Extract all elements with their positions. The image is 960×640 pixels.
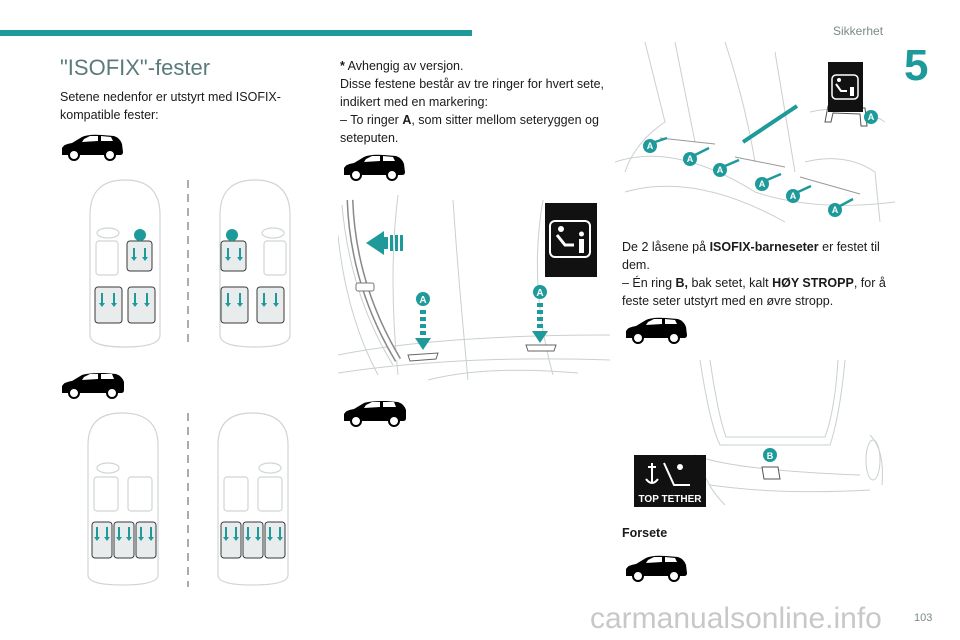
label-a: A — [717, 165, 724, 175]
label-a: A — [647, 141, 654, 151]
suv-car-icon — [58, 132, 126, 162]
label-a: A — [868, 112, 875, 122]
bullet-ring-b: – Én ring B, bak setet, kalt HØY STROPP,… — [622, 276, 886, 308]
top-tether-illustration: B TOP TETHER — [630, 355, 890, 515]
isofix-locks-text: De 2 låsene på ISOFIX-barneseter er fest… — [622, 240, 880, 272]
top-tether-label: TOP TETHER — [639, 494, 703, 505]
header-accent-bar — [0, 30, 472, 36]
estate-car-icon — [340, 398, 410, 428]
label-a: A — [832, 205, 839, 215]
top-tether-symbol-icon: TOP TETHER — [634, 455, 706, 507]
middle-text-block: * Avhengig av versjon. Disse festene bes… — [340, 57, 610, 147]
chapter-number: 5 — [904, 41, 929, 90]
watermark: carmanualsonline.info — [590, 602, 882, 635]
anchor-a-left: A — [407, 292, 439, 362]
label-a: A — [419, 295, 426, 306]
page-title: "ISOFIX"-fester — [60, 55, 211, 80]
rear-seats-isofix-illustration: A A A A A A A — [615, 42, 895, 230]
isofix-symbol-icon — [828, 62, 863, 112]
label-b: B — [767, 451, 774, 461]
isofix-anchor-illustration: A A — [338, 195, 610, 385]
right-text-block: De 2 låsene på ISOFIX-barneseter er fest… — [622, 238, 902, 310]
intro-text: Setene nedenfor er utstyrt med ISOFIX-ko… — [60, 90, 281, 122]
isofix-symbol-icon — [545, 203, 597, 277]
suv-car-icon — [622, 553, 690, 583]
footnote: * Avhengig av versjon. — [340, 59, 464, 73]
label-a: A — [790, 191, 797, 201]
anchor-a-right: A — [525, 285, 557, 352]
section-name: Sikkerhet — [833, 24, 884, 38]
rings-description: Disse festene består av tre ringer for h… — [340, 77, 605, 109]
page-number: 103 — [914, 612, 933, 624]
estate-car-icon — [58, 370, 128, 400]
isofix-seat-diagram-suv — [80, 175, 300, 355]
label-a: A — [759, 179, 766, 189]
bullet-rings-a: – To ringer A, som sitter mellom seteryg… — [340, 113, 599, 145]
label-a: A — [687, 154, 694, 164]
label-a: A — [536, 288, 543, 299]
suv-car-icon — [340, 152, 408, 182]
isofix-seat-diagram-estate — [80, 405, 300, 595]
suv-car-icon — [622, 315, 690, 345]
subheading-front-seat: Forsete — [622, 526, 668, 540]
